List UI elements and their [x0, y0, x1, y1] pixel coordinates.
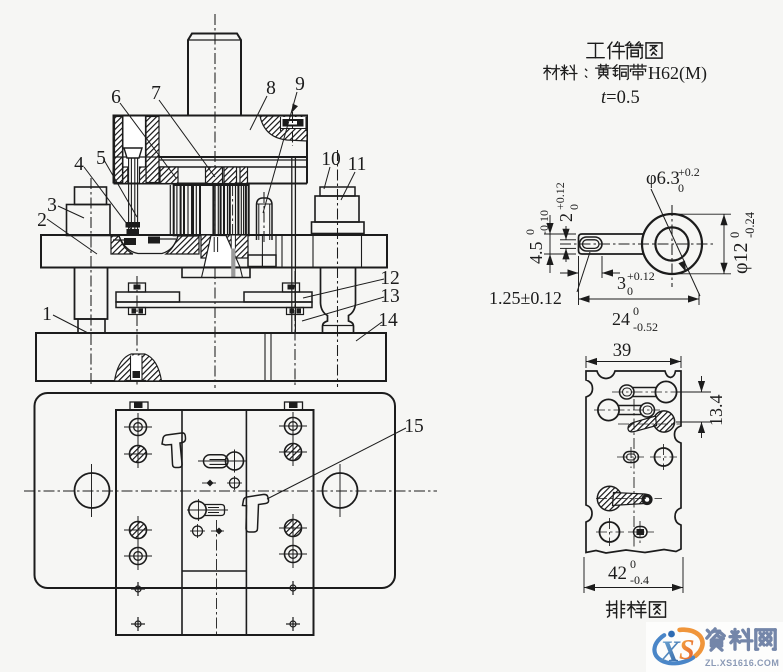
svg-text:7: 7 [151, 83, 161, 104]
svg-text:0: 0 [630, 557, 636, 571]
svg-text:X: X [659, 635, 681, 668]
svg-text:11: 11 [348, 154, 367, 175]
svg-text:-0.10: -0.10 [537, 210, 551, 235]
svg-text:-0.4: -0.4 [630, 573, 649, 587]
svg-text:9: 9 [295, 74, 305, 95]
svg-text:0: 0 [523, 229, 537, 235]
svg-text:5: 5 [96, 148, 106, 169]
svg-text:8: 8 [266, 78, 276, 99]
svg-text:15: 15 [404, 416, 424, 437]
svg-text:12: 12 [380, 268, 400, 289]
svg-text:0: 0 [627, 284, 633, 298]
svg-text:+0.12: +0.12 [553, 182, 567, 210]
svg-text:0: 0 [567, 204, 581, 210]
svg-text:1: 1 [42, 304, 52, 325]
svg-text:φ12: φ12 [730, 242, 752, 274]
svg-text:39: 39 [613, 341, 632, 361]
svg-text:φ6.3: φ6.3 [646, 169, 680, 189]
svg-text:-0.24: -0.24 [743, 211, 757, 238]
svg-text:10: 10 [321, 149, 341, 170]
svg-text:1.25±0.12: 1.25±0.12 [489, 288, 562, 308]
svg-text:+0.12: +0.12 [627, 269, 655, 283]
svg-text:6: 6 [111, 87, 121, 108]
svg-text:24: 24 [612, 309, 630, 329]
svg-text:3: 3 [617, 273, 626, 293]
svg-text:+0.2: +0.2 [678, 165, 700, 179]
svg-text:4.5: 4.5 [526, 242, 546, 265]
svg-text:0: 0 [633, 304, 639, 318]
svg-text:0: 0 [728, 232, 742, 238]
svg-text:0: 0 [678, 181, 684, 195]
svg-text:3: 3 [47, 195, 57, 216]
svg-text:4: 4 [74, 154, 84, 175]
svg-text:2: 2 [37, 210, 47, 231]
svg-text:2: 2 [556, 213, 576, 222]
svg-text:t=0.5: t=0.5 [601, 88, 640, 108]
svg-text:H62(M): H62(M) [648, 63, 707, 84]
svg-text:42: 42 [608, 563, 627, 584]
svg-text:13.4: 13.4 [706, 395, 726, 427]
svg-text:14: 14 [378, 310, 398, 331]
svg-text:ZL.XS1616.COM: ZL.XS1616.COM [705, 658, 779, 668]
svg-text:13: 13 [380, 286, 400, 307]
svg-text:S: S [679, 635, 695, 666]
svg-text:-0.52: -0.52 [633, 320, 658, 334]
